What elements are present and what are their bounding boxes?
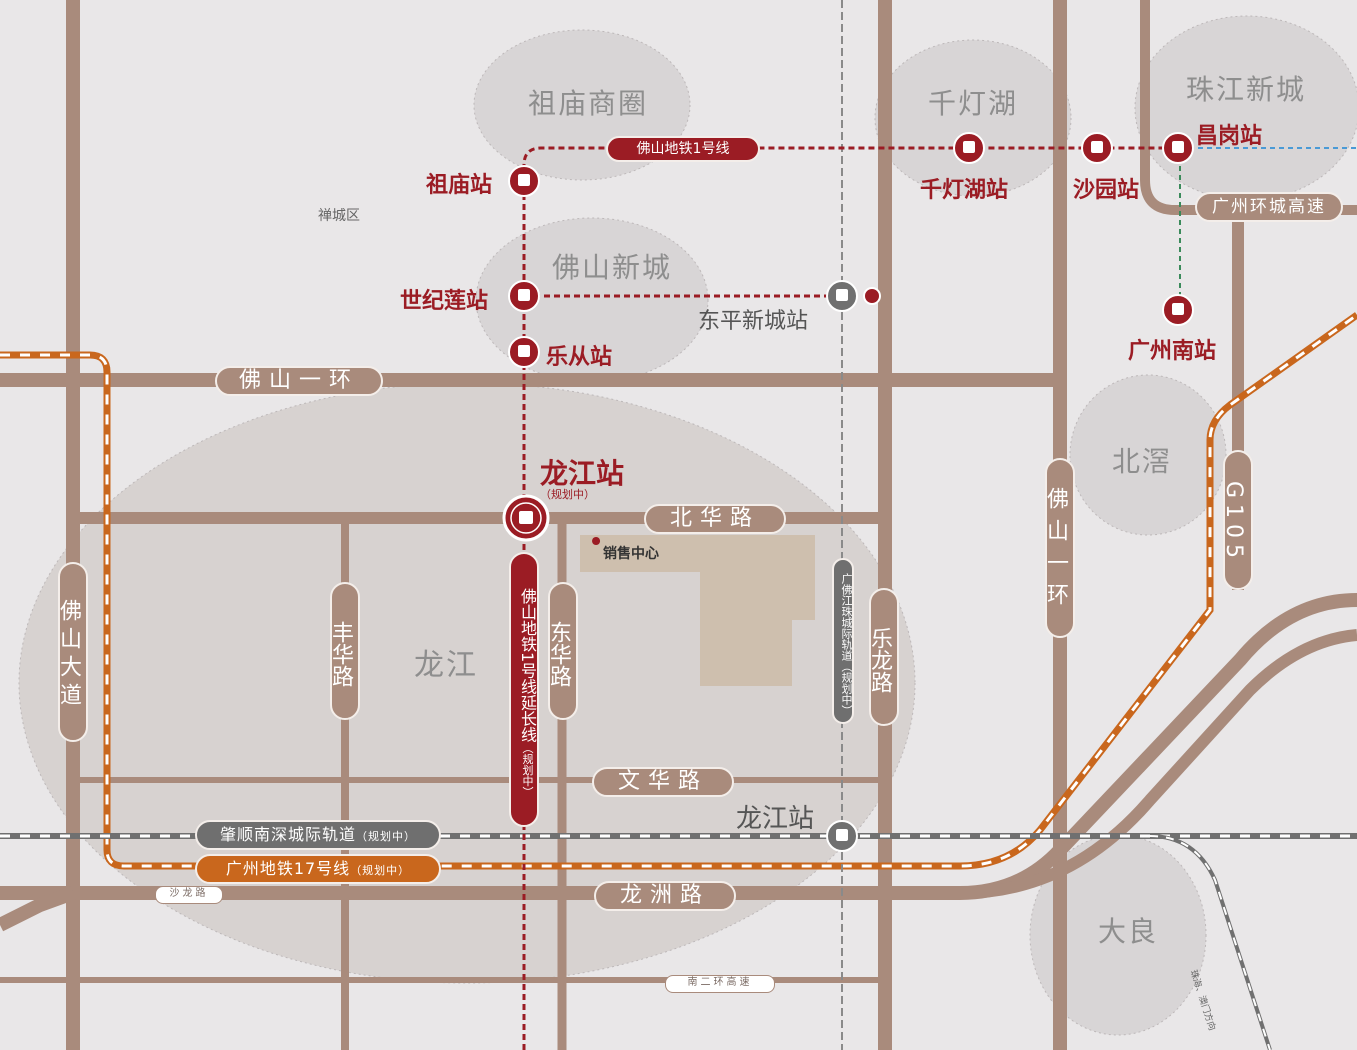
station-changgang: 昌岗站 <box>1196 124 1263 149</box>
station-qiandenghu: 千灯湖站 <box>920 178 1009 203</box>
road-donghua: 东华路 <box>546 582 578 720</box>
metro1-ext-name: 佛山地铁1号线延长线 <box>518 587 537 743</box>
metro1-ext-label: 佛山地铁1号线延长线（规划中） <box>509 552 539 827</box>
daliang-zone <box>1029 834 1207 1036</box>
station-dongping: 东平新城站 <box>698 309 809 334</box>
station-longjiang-main-note: （规划中） <box>540 488 595 501</box>
road-shalong: 沙龙路 <box>155 886 223 904</box>
zhaoshun-note: （规划中） <box>356 830 416 843</box>
road-foshan-ring-h: 佛山一环 <box>215 366 383 396</box>
station-shayuan: 沙园站 <box>1073 178 1140 203</box>
metro1-ext-note: （规划中） <box>521 742 534 798</box>
guangfo-label: 广佛江珠城际轨道（规划中） <box>832 558 854 724</box>
district-longjiang: 龙江 <box>414 648 478 683</box>
district-zhujiang: 珠江新城 <box>1186 73 1307 106</box>
district-zumiao: 祖庙商圈 <box>528 87 649 120</box>
road-nan2huan: 南二环高速 <box>665 975 775 993</box>
zhaoshun-label: 肇顺南深城际轨道（规划中） <box>195 820 441 850</box>
station-shiji-lian: 世纪莲站 <box>400 289 489 314</box>
gz17-label: 广州地铁17号线（规划中） <box>195 854 441 884</box>
station-guangzhou-south: 广州南站 <box>1128 339 1217 364</box>
metro1-lines <box>522 146 1180 1050</box>
district-chancheng: 禅城区 <box>318 208 360 224</box>
sales-center-label: 销售中心 <box>603 546 659 562</box>
qiandenghu-zone <box>874 39 1072 197</box>
station-zumiao: 祖庙站 <box>426 173 493 198</box>
metro1-label: 佛山地铁1号线 <box>606 136 760 162</box>
zhujiang-zone <box>1134 15 1357 201</box>
sales-site-block <box>580 535 815 686</box>
station-longjiang-intercity: 龙江站 <box>736 804 815 834</box>
district-foshan-new-city: 佛山新城 <box>552 251 673 284</box>
zhaoshun-name: 肇顺南深城际轨道 <box>219 825 356 844</box>
station-markers <box>502 132 1194 852</box>
district-beijiao: 北滘 <box>1112 445 1173 478</box>
gz17-note: （规划中） <box>350 864 411 877</box>
road-lelong: 乐龙路 <box>867 588 899 726</box>
road-fenghua: 丰华路 <box>328 582 360 720</box>
district-qiandenghu: 千灯湖 <box>928 87 1019 120</box>
road-gz-ring: 广州环城高速 <box>1195 192 1343 222</box>
road-beihua: 北华路 <box>644 504 786 534</box>
station-longjiang-main: 龙江站 <box>540 457 625 490</box>
road-longzhou: 龙洲路 <box>594 881 736 911</box>
road-wenhua: 文华路 <box>592 767 734 797</box>
road-g105: G105 <box>1221 450 1253 590</box>
gz17-name: 广州地铁17号线 <box>225 859 351 878</box>
road-foshan-ring-v: 佛山一环 <box>1043 458 1075 638</box>
district-daliang: 大良 <box>1098 915 1159 948</box>
station-lecong: 乐从站 <box>546 345 613 370</box>
road-foshan-avenue: 佛山大道 <box>56 562 88 742</box>
